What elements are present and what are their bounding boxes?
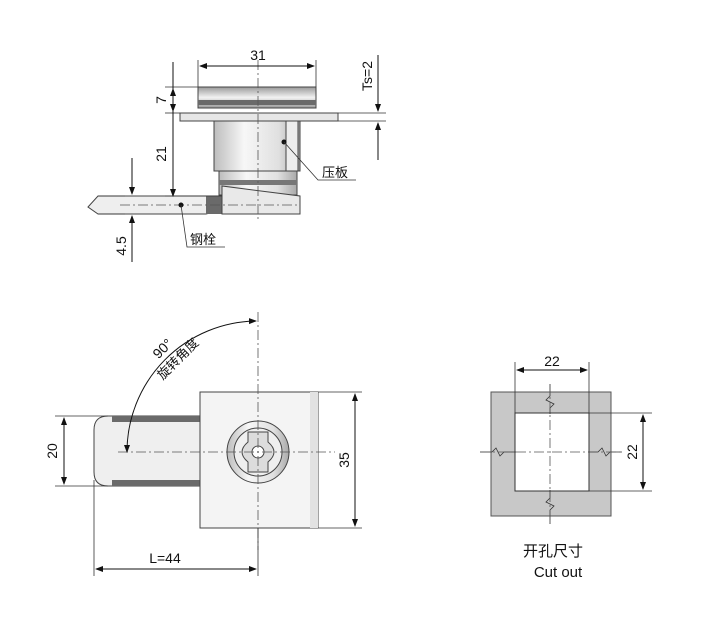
cutout-dim-w-text: 22 — [544, 353, 560, 369]
front-bolt — [93, 415, 201, 487]
leader-bolt — [180, 204, 225, 248]
cutout-view: 22 22 开孔尺寸 Cut out — [480, 353, 652, 581]
dim-l-text: L=44 — [149, 550, 181, 566]
front-bolt-band-top — [112, 416, 200, 422]
panel-plate — [179, 112, 339, 122]
dim-ts-text: Ts=2 — [359, 61, 375, 91]
lock-head-band — [198, 100, 316, 105]
leader-clamp — [283, 141, 356, 181]
dim-35-text: 35 — [336, 452, 352, 468]
dim-20-text: 20 — [44, 443, 60, 459]
bolt-bracket — [221, 185, 301, 215]
front-bolt-band-bot — [112, 480, 200, 486]
rotation-arc — [124, 318, 257, 453]
cutout-title-en: Cut out — [534, 564, 583, 581]
label-steel-bolt: 钢栓 — [190, 233, 216, 248]
cutout-dim-h-text: 22 — [624, 444, 640, 460]
dim-21-text: 21 — [153, 146, 169, 162]
dim-45-text: 4.5 — [113, 236, 129, 256]
label-clamp-plate: 压板 — [322, 166, 348, 181]
front-body-edge — [310, 392, 318, 528]
cutout-title-cn: 开孔尺寸 — [523, 542, 583, 560]
front-view: 90° 旋转角度 20 35 L=44 — [44, 312, 362, 576]
side-view: 31 7 21 4.5 Ts=2 压板 钢栓 — [87, 47, 386, 262]
dim-7-text: 7 — [153, 96, 169, 104]
dim-31-text: 31 — [250, 47, 266, 63]
